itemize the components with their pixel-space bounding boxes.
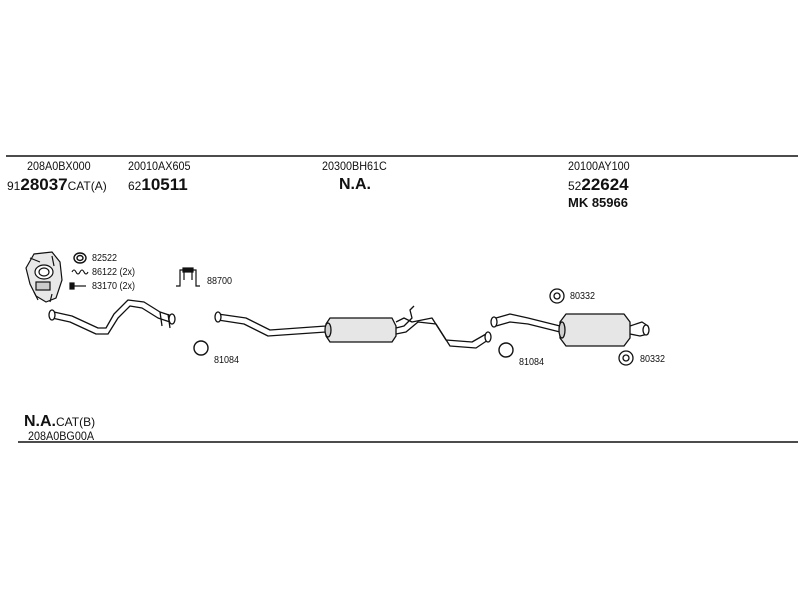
part-number-prefix-4: 52 [568, 179, 582, 193]
gasket-ring-icon [73, 252, 87, 264]
bottom-not-available: N.A.CAT(B) [24, 414, 95, 430]
center-pipe-drawing [214, 305, 492, 349]
part-number-main-4: 22624 [581, 175, 629, 194]
part-label-88700: 88700 [207, 276, 233, 287]
front-pipe-drawing [48, 299, 176, 335]
part-label-81084-left: 81084 [214, 355, 240, 366]
part-number-main-2: 10511 [141, 175, 188, 194]
part-number-suffix-1: CAT(A) [67, 179, 107, 193]
part-code-3: 20300BH61C [322, 159, 387, 173]
catalytic-converter-drawing [25, 251, 63, 303]
rear-muffler-drawing [490, 313, 650, 347]
part-label-86122: 86122 (2x) [92, 267, 136, 278]
mk-number-4: MK 85966 [568, 195, 628, 210]
part-label-82522: 82522 [92, 253, 118, 264]
part-code-1: 208A0BX000 [27, 159, 91, 173]
bottom-part-code: 208A0BG00A [28, 429, 95, 443]
rubber-hanger-top-icon [549, 288, 565, 304]
bolt-icon [69, 282, 86, 290]
spring-icon [71, 269, 89, 275]
hanger-bracket-drawing [176, 267, 200, 287]
o-ring-left-icon [193, 340, 209, 356]
rubber-hanger-bottom-icon [618, 350, 634, 366]
part-code-4: 20100AY100 [568, 159, 630, 173]
part-number-row-1: 9128037CAT(A) [7, 176, 107, 193]
part-number-main-1: 28037 [20, 175, 68, 194]
part-number-row-4: 5222624 [568, 176, 629, 193]
bottom-na-suffix: CAT(B) [56, 415, 96, 429]
part-label-83170: 83170 (2x) [92, 281, 136, 292]
bottom-na-label: N.A. [24, 413, 56, 430]
part-label-81084-right: 81084 [519, 357, 545, 368]
part-number-prefix-2: 62 [128, 179, 142, 193]
part-label-80332-bottom: 80332 [640, 354, 666, 365]
part-number-row-2: 6210511 [128, 176, 188, 193]
part-number-prefix-1: 91 [7, 179, 21, 193]
not-available-label-3: N.A. [339, 176, 371, 193]
part-label-80332-top: 80332 [570, 291, 596, 302]
o-ring-right-icon [498, 342, 514, 358]
part-code-2: 20010AX605 [128, 159, 191, 173]
